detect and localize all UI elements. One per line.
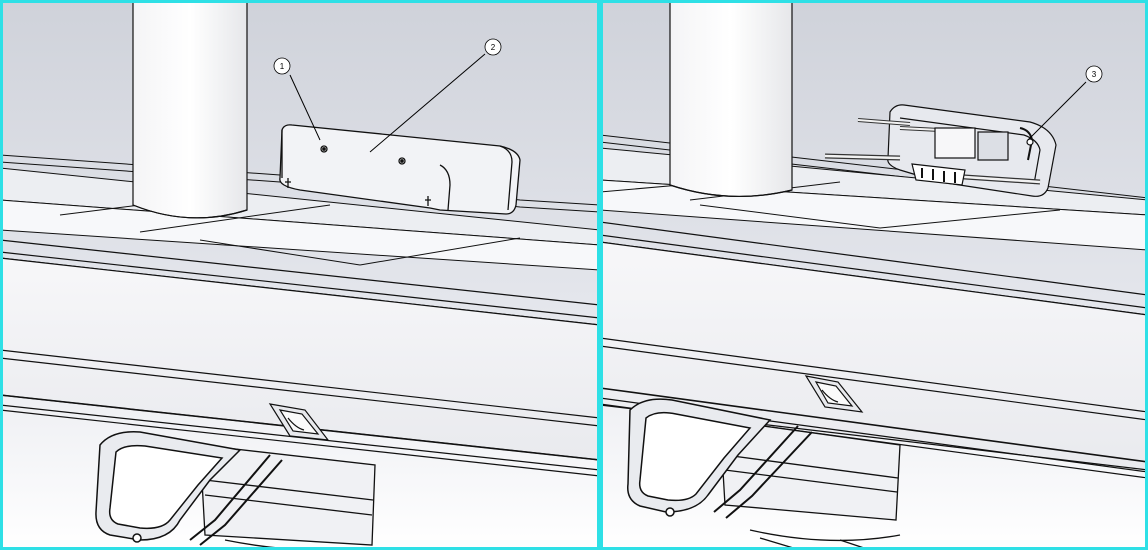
leader-line [1027,81,1087,141]
callout-3: 3 [1027,65,1103,141]
panel-before: 1 2 [0,0,600,550]
column [669,0,793,198]
leader-line [289,74,321,141]
callout-bubble [273,57,291,75]
cover-housing [279,124,521,215]
latch-recess [804,375,864,413]
callout-2: 2 [369,38,502,153]
grip-handle [627,398,813,519]
grip-handle [95,431,283,546]
callout-number: 3 [1092,70,1097,79]
drawing-after: 3 [600,0,1148,550]
panel-after: 3 [600,0,1148,550]
drawing-before: 1 2 [0,0,600,550]
column [132,0,248,219]
callout-number: 1 [280,62,285,71]
latch-recess [268,403,330,441]
exposed-mechanism [824,104,1057,197]
leader-line [369,53,486,153]
callout-bubble [484,38,502,56]
callout-1: 1 [273,57,321,141]
callout-number: 2 [491,43,496,52]
callout-bubble [1085,65,1103,83]
